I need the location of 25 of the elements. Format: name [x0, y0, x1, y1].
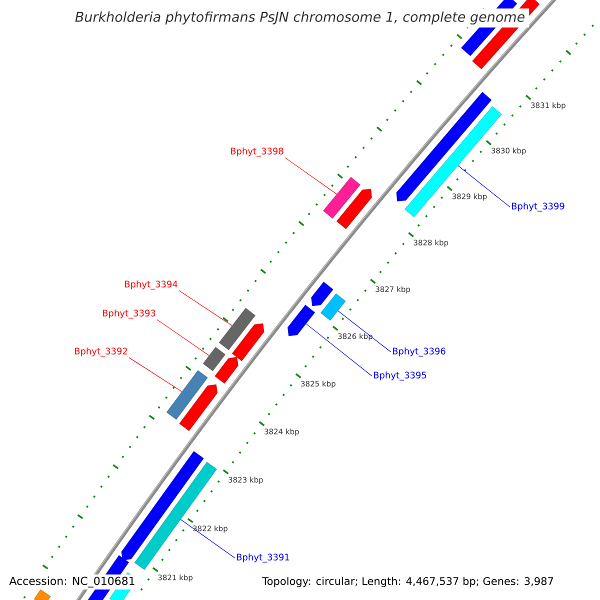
- gene-feature: [323, 176, 360, 219]
- leader-line: [458, 165, 510, 208]
- accession-text: Accession: NC_010681: [6, 574, 138, 590]
- leader-line: [156, 319, 210, 356]
- gene-feature: [288, 304, 315, 336]
- gene-feature: [320, 294, 346, 321]
- leader-line: [178, 290, 232, 326]
- gene-feature: [166, 370, 208, 420]
- gene-feature: [202, 347, 226, 372]
- gene-feature: [218, 308, 256, 350]
- gene-label: Bphyt_3395: [374, 372, 426, 380]
- gene-label: Bphyt_3392: [74, 348, 128, 356]
- gene-label: Bphyt_3398: [230, 148, 284, 156]
- genome-info-text: Topology: circular; Length: 4,467,537 bp; Genes: 3,987: [262, 576, 554, 588]
- gene-label: Bphyt_3391: [236, 554, 290, 562]
- leader-line: [180, 519, 236, 558]
- gene-label: Bphyt_3396: [392, 348, 446, 356]
- gene-label: Bphyt_3393: [102, 310, 156, 318]
- gene-label: Bphyt_3399: [512, 202, 564, 212]
- leader-line: [284, 157, 337, 194]
- leader-line: [306, 324, 372, 376]
- gene-label: Bphyt_3394: [124, 280, 178, 290]
- leader-line: [338, 310, 392, 352]
- leader-line: [128, 357, 182, 392]
- title: Burkholderia phytofirmans PsJN chromosome 1, complete genome: [70, 8, 530, 28]
